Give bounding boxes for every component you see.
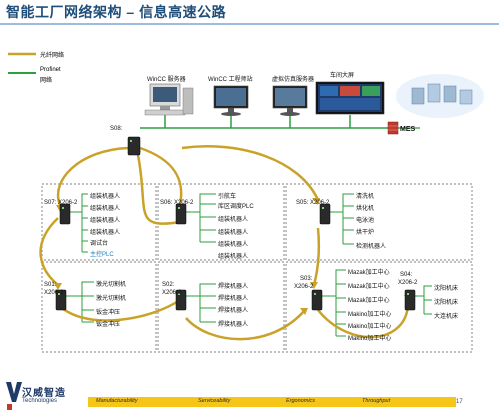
- s01-item: 钣金冲压: [96, 322, 121, 328]
- s05-item: 检测机器人: [356, 244, 387, 250]
- s02-item: 焊接机器人: [218, 322, 249, 328]
- s06-item: 组装机器人: [218, 254, 249, 260]
- big-screen-label: 车间大屏: [330, 73, 355, 79]
- legend-profinet-label-2: 网络: [40, 78, 53, 84]
- switch-s04-label-a: S04:: [400, 272, 413, 278]
- footer-item: Manufacturability: [96, 398, 138, 404]
- switch-s04-label-b: X206-2: [398, 280, 418, 286]
- zone-s05: [285, 183, 473, 261]
- s04-item: 沈阳机床: [434, 286, 459, 292]
- footer-item: Serviceability: [198, 398, 231, 404]
- switch-s01-label-b: X206-2: [44, 290, 64, 296]
- big-screen-icon: [315, 81, 385, 115]
- s06-item: 库区调度PLC: [218, 204, 254, 210]
- mes-icon: [396, 74, 484, 118]
- switch-s05: [319, 203, 331, 225]
- s02-item: 焊接机器人: [218, 284, 249, 290]
- switch-s08-label: S08:: [110, 126, 123, 132]
- firewall-icon: [387, 121, 399, 135]
- zone-s03-s04: [285, 261, 473, 353]
- s07-item: 组装机器人: [90, 194, 121, 200]
- s07-item: 组装机器人: [90, 218, 121, 224]
- virtual-server-icon: [272, 85, 308, 116]
- brand-name: 汉威智造: [22, 388, 66, 399]
- switch-s02-label-b: X206-2: [162, 290, 182, 296]
- virtual-server-label: 虚拟仿真服务器: [272, 77, 315, 83]
- s03-item: Makino加工中心: [348, 312, 392, 318]
- wincc-server-label: WinCC 服务器: [147, 77, 186, 83]
- s06-item: 组装机器人: [218, 217, 249, 223]
- s07-item-plc: 主控PLC: [90, 252, 114, 258]
- s03-item: Makino加工中心: [348, 324, 392, 330]
- footer-item: Throughput: [362, 398, 391, 404]
- s01-item: 激光切割机: [96, 296, 127, 302]
- s05-item: 电泳池: [356, 218, 375, 224]
- switch-s04: [404, 289, 416, 311]
- legend-profinet-label-1: Profinet: [40, 67, 61, 73]
- s07-item: 组装机器人: [90, 230, 121, 236]
- s06-item: 组装机器人: [218, 230, 249, 236]
- s06-item: 组装机器人: [218, 242, 249, 248]
- switch-s06-label: S06: X206-2: [160, 200, 194, 206]
- brand-logo: [6, 382, 22, 410]
- s01-item: 激光切割机: [96, 282, 127, 288]
- switch-s05-label: S05: X206-2: [296, 200, 330, 206]
- switch-s01-label-a: S01:: [44, 282, 57, 288]
- page-title: 智能工厂网络架构 – 信息高速公路: [6, 4, 227, 20]
- switch-s03: [311, 289, 323, 311]
- s05-item: 清洗机: [356, 194, 375, 200]
- switch-s06: [175, 203, 187, 225]
- s07-item: 组装机器人: [90, 206, 121, 212]
- s01-item: 钣金冲压: [96, 310, 121, 316]
- s05-item: 烘干炉: [356, 230, 375, 236]
- legend-fiber-label: 光纤网络: [40, 53, 65, 59]
- s04-item: 沈阳机床: [434, 300, 459, 306]
- switch-s07-label: S07: X206-2: [44, 200, 78, 206]
- s02-item: 焊接机器人: [218, 296, 249, 302]
- s03-item: Makino加工中心: [348, 336, 392, 342]
- s03-item: Mazak加工中心: [348, 298, 390, 304]
- s04-item: 大连机床: [434, 314, 459, 320]
- footer-bar: [88, 397, 456, 407]
- switch-s03-label-a: S03:: [300, 276, 313, 282]
- mes-label: MES: [400, 126, 416, 133]
- wincc-server-icon: [144, 83, 194, 116]
- footer-item: Ergonomics: [286, 398, 316, 404]
- s05-item: 烘化机: [356, 206, 375, 212]
- switch-s03-label-b: X206-2: [294, 284, 314, 290]
- s06-item: 引航车: [218, 194, 237, 200]
- switch-s02-label-a: S02:: [162, 282, 175, 288]
- brand-subtitle: Technologies: [22, 398, 58, 404]
- s07-item: 调试台: [90, 241, 109, 247]
- s03-item: Mazak加工中心: [348, 270, 390, 276]
- s02-item: 焊接机器人: [218, 308, 249, 314]
- switch-s07: [59, 203, 71, 225]
- switch-s08: [127, 136, 141, 156]
- wincc-station-icon: [213, 85, 249, 116]
- s03-item: Mazak加工中心: [348, 284, 390, 290]
- zone-s01: [41, 261, 157, 353]
- wincc-station-label: WinCC 工程师站: [208, 77, 253, 83]
- page-number: 17: [456, 399, 463, 405]
